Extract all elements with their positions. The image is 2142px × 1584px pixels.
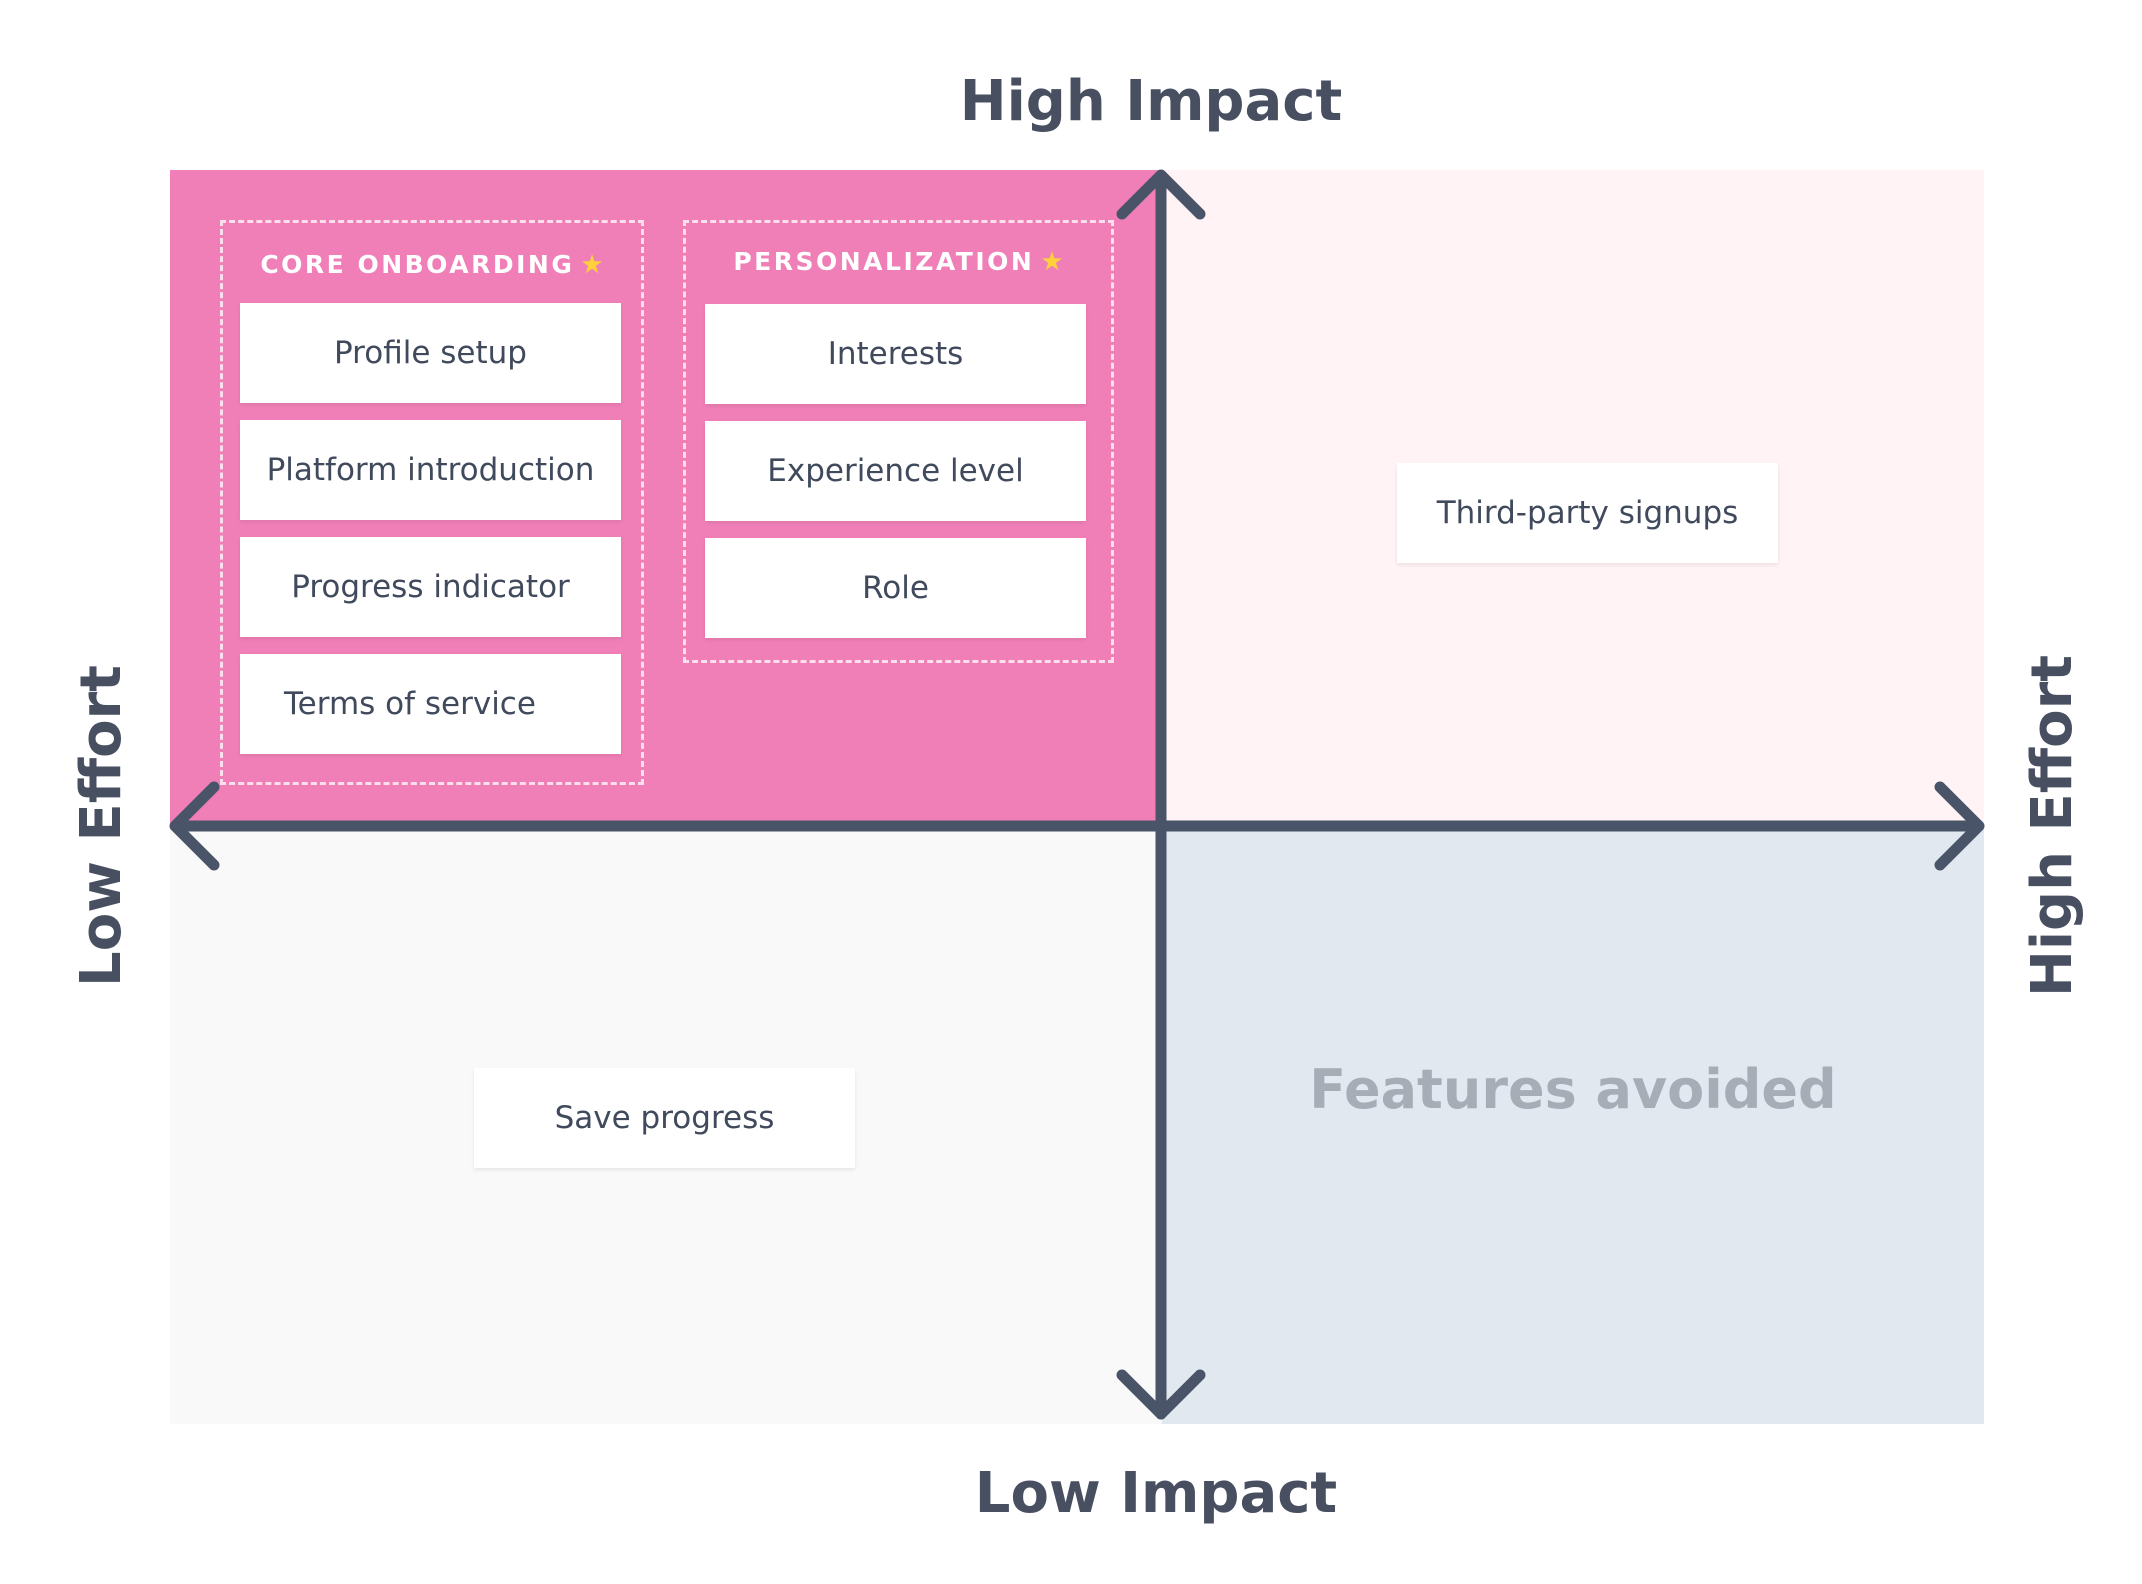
card-terms-of-service[interactable]: Terms of service <box>240 654 621 754</box>
quadrant-low-impact-high-effort <box>1162 826 1984 1424</box>
group-personalization: PERSONALIZATION★ <box>683 220 1114 663</box>
group-title-text: PERSONALIZATION <box>733 247 1035 276</box>
card-experience-level[interactable]: Experience level <box>705 421 1086 521</box>
features-avoided-label: Features avoided <box>1309 1058 1837 1121</box>
arrow-left-icon <box>169 781 220 871</box>
arrow-right-icon <box>1934 781 1985 871</box>
card-third-party-signups[interactable]: Third-party signups <box>1397 463 1778 563</box>
group-core-onboarding: CORE ONBOARDING★ <box>220 220 644 785</box>
axis-label-high-impact: High Impact <box>959 69 1343 134</box>
group-title-text: CORE ONBOARDING <box>260 250 575 279</box>
group-title-core-onboarding: CORE ONBOARDING★ <box>223 250 641 280</box>
card-platform-introduction[interactable]: Platform introduction <box>240 420 621 520</box>
star-icon: ★ <box>1040 247 1064 277</box>
card-progress-indicator[interactable]: Progress indicator <box>240 537 621 637</box>
card-save-progress[interactable]: Save progress <box>474 1068 855 1168</box>
group-title-personalization: PERSONALIZATION★ <box>686 247 1111 277</box>
card-profile-setup[interactable]: Profile setup <box>240 303 621 403</box>
card-role[interactable]: Role <box>705 538 1086 638</box>
arrow-down-icon <box>1116 1369 1206 1420</box>
arrow-up-icon <box>1116 169 1206 220</box>
card-interests[interactable]: Interests <box>705 304 1086 404</box>
axis-label-low-impact: Low Impact <box>974 1461 1338 1526</box>
star-icon: ★ <box>580 250 604 280</box>
